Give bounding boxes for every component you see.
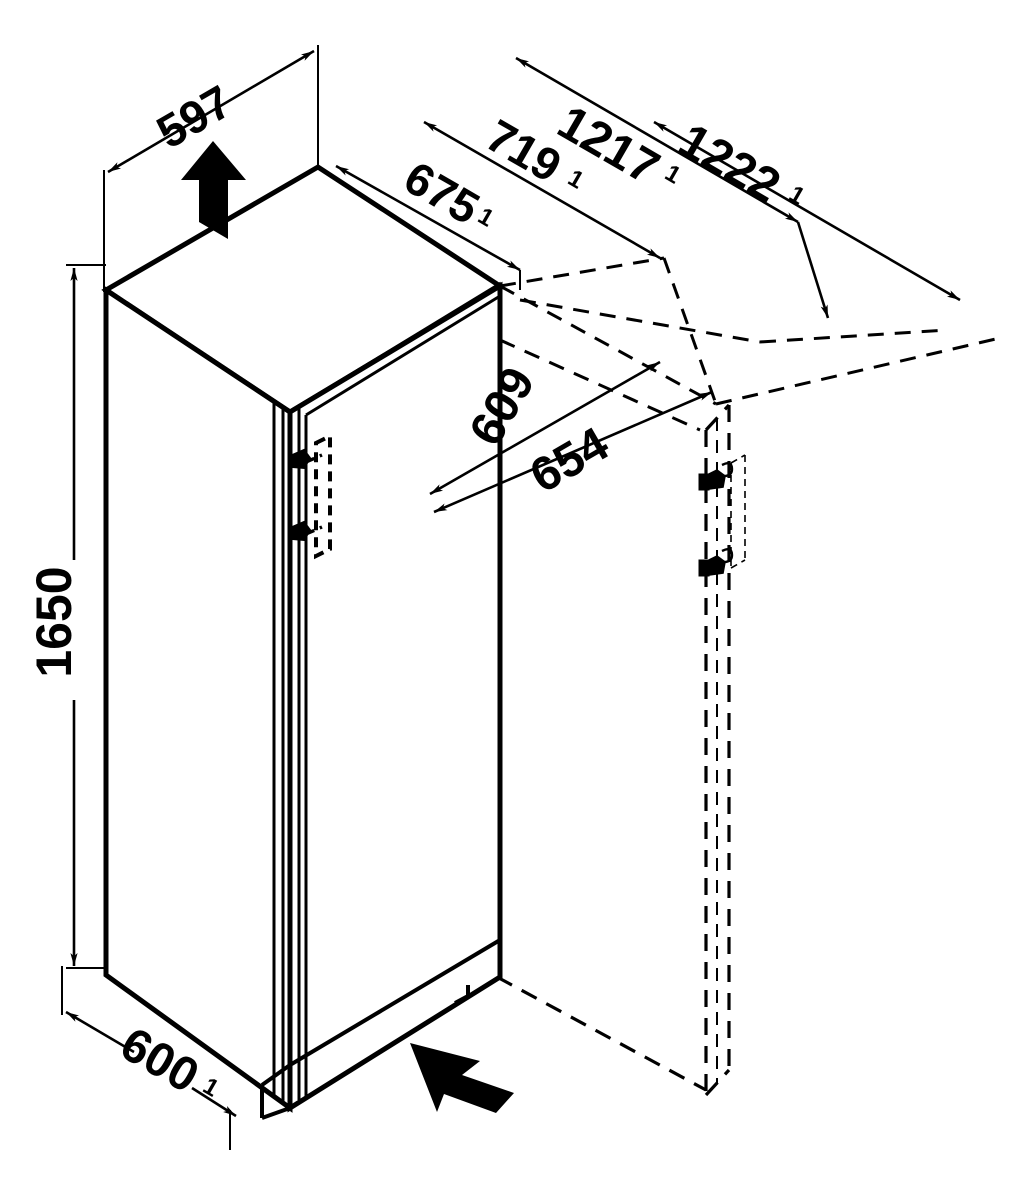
hinge-projection [730, 454, 746, 569]
dimension-675-label: 675 [396, 151, 488, 234]
dimension-1650 [66, 264, 106, 969]
door-swing-projection [499, 256, 1001, 432]
base-plinth [260, 938, 502, 1120]
dimension-597-label: 597 [148, 75, 240, 158]
dimension-1222-subscript: 1 [784, 180, 809, 210]
dimension-600-subscript: 1 [198, 1072, 223, 1102]
lower-hinge [698, 548, 734, 577]
dimension-1222-label: 1222 [670, 114, 789, 213]
dimension-654-label: 654 [522, 417, 618, 503]
dimension-654 [433, 390, 713, 514]
cabinet-right-face [287, 281, 503, 1113]
dimension-600 [61, 966, 237, 1150]
air-inlet-arrow [410, 1043, 514, 1113]
cabinet-left-face [103, 285, 293, 1113]
dimension-719-label: 719 [478, 109, 570, 192]
upper-hinge [698, 462, 734, 491]
dimension-1650-label: 1650 [26, 566, 82, 677]
appliance-cabinet [101, 164, 505, 1113]
door-reveal-lines [272, 401, 285, 1102]
dimension-1222 [653, 120, 961, 302]
dimension-719-subscript: 1 [563, 164, 588, 194]
handle-recess [288, 432, 332, 560]
dimension-597 [103, 45, 319, 292]
